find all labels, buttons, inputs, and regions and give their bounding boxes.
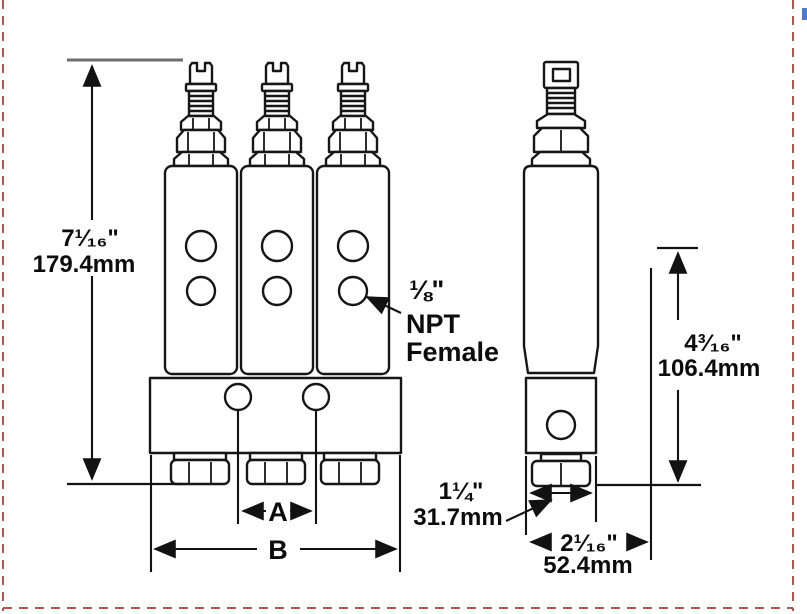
- callout-leader-arrow: [365, 296, 402, 315]
- single-valve-cap-socket: [551, 67, 572, 83]
- dimension-hex-width: 1¼" 31.7mm: [413, 456, 598, 535]
- manifold-block: [148, 376, 403, 455]
- valve3-bonnet: [324, 61, 382, 168]
- manifold-port-right: [301, 382, 331, 412]
- port-thread-label-2: Female: [406, 337, 499, 367]
- valve3-upper-port: [336, 229, 370, 263]
- manifold-nut-3: [319, 451, 381, 486]
- dimension-overall-width: B: [149, 455, 402, 572]
- single-height-inches: 4³⁄₁₆": [684, 330, 742, 357]
- manifold-port-left: [223, 382, 253, 412]
- assembly-height-inches: 7¹⁄₁₆": [61, 225, 119, 252]
- valve3-lower-port: [337, 275, 369, 307]
- single-valve-nut-upper: [535, 112, 587, 130]
- port-spacing-label: A: [268, 497, 288, 527]
- valve1-lower-port: [185, 275, 217, 307]
- single-width-mm: 52.4mm: [543, 552, 632, 579]
- single-valve-nut-lower: [530, 150, 592, 168]
- hex-width-inches: 1¼": [439, 478, 484, 505]
- hex-width-leader-arrow: [505, 499, 553, 522]
- port-size-label: ⅛": [409, 275, 444, 305]
- dimension-single-width: 2¹⁄₁₆" 52.4mm: [529, 530, 649, 579]
- assembly-height-mm: 179.4mm: [33, 251, 136, 278]
- manifold-nut-2: [245, 451, 307, 486]
- triple-valve-assembly: [148, 61, 403, 486]
- valve2-bonnet: [248, 61, 306, 168]
- page-border: [2, 0, 794, 611]
- single-valve-port: [545, 409, 577, 441]
- hex-width-mm: 31.7mm: [413, 504, 502, 531]
- single-valve: [522, 60, 600, 488]
- valve2-upper-port: [260, 229, 294, 263]
- port-thread-label-1: NPT: [406, 309, 461, 339]
- dimension-single-height: 4³⁄₁₆" 106.4mm: [596, 246, 761, 560]
- single-height-mm: 106.4mm: [658, 355, 761, 382]
- ui-artifact-blue: [802, 8, 807, 20]
- dimension-port-spacing: A: [236, 410, 318, 527]
- valve3-body: [315, 164, 391, 376]
- single-width-inches: 2¹⁄₁₆": [560, 530, 618, 557]
- valve1-bonnet: [172, 61, 230, 168]
- manifold-nut-1: [169, 451, 231, 486]
- dimension-assembly-height: 7¹⁄₁₆" 179.4mm: [33, 58, 183, 486]
- valve2-body: [239, 164, 315, 376]
- valve1-body: [163, 164, 239, 376]
- single-valve-body: [522, 164, 600, 375]
- valve1-upper-port: [184, 229, 218, 263]
- valve2-lower-port: [261, 275, 293, 307]
- overall-width-label: B: [268, 535, 288, 565]
- callout-npt-port: ⅛" NPT Female: [365, 275, 499, 367]
